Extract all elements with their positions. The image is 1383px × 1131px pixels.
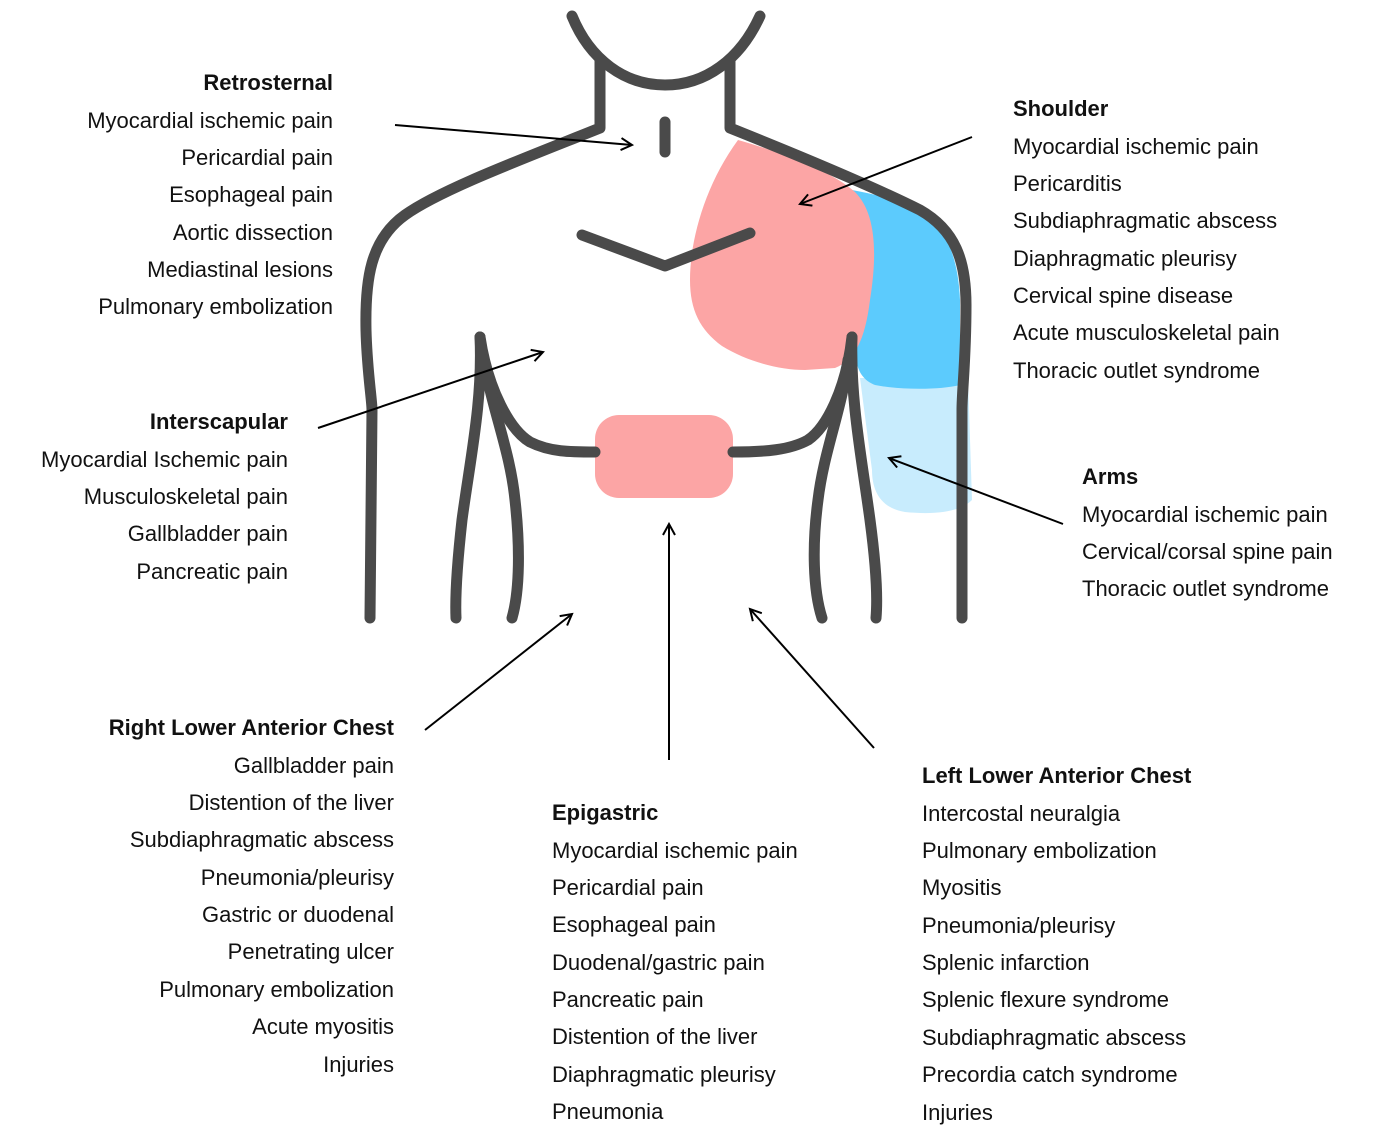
shoulder-list: Myocardial ischemic pain Pericarditis Su… (1013, 128, 1280, 390)
list-item: Injuries (922, 1094, 1191, 1131)
list-item: Gallbladder pain (109, 747, 394, 784)
epigastric-list: Myocardial ischemic pain Pericardial pai… (552, 832, 798, 1131)
list-item: Thoracic outlet syndrome (1082, 570, 1333, 607)
list-item: Intercostal neuralgia (922, 795, 1191, 832)
list-item: Pneumonia (552, 1093, 798, 1130)
list-item: Esophageal pain (552, 906, 798, 943)
list-item: Subdiaphragmatic abscess (109, 821, 394, 858)
list-item: Pulmonary embolization (922, 832, 1191, 869)
epigastric-group: Epigastric Myocardial ischemic pain Peri… (552, 794, 798, 1131)
list-item: Subdiaphragmatic abscess (1013, 202, 1280, 239)
list-item: Myocardial ischemic pain (87, 102, 333, 139)
retrosternal-heading: Retrosternal (87, 64, 333, 102)
list-item: Splenic flexure syndrome (922, 981, 1191, 1018)
list-item: Distention of the liver (109, 784, 394, 821)
list-item: Gastric or duodenal (109, 896, 394, 933)
arms-group: Arms Myocardial ischemic pain Cervical/c… (1082, 458, 1333, 608)
list-item: Pulmonary embolization (87, 288, 333, 325)
right-lower-anterior-chest-group: Right Lower Anterior Chest Gallbladder p… (109, 709, 394, 1083)
list-item: Splenic infarction (922, 944, 1191, 981)
epigastric-heading: Epigastric (552, 794, 798, 832)
list-item: Pericarditis (1013, 165, 1280, 202)
interscapular-group: Interscapular Myocardial Ischemic pain M… (41, 403, 288, 590)
right-lower-list: Gallbladder pain Distention of the liver… (109, 747, 394, 1084)
list-item: Cervical/corsal spine pain (1082, 533, 1333, 570)
list-item: Penetrating ulcer (109, 933, 394, 970)
left-lower-heading: Left Lower Anterior Chest (922, 757, 1191, 795)
list-item: Esophageal pain (87, 176, 333, 213)
list-item: Pericardial pain (87, 139, 333, 176)
left-lower-arrow (750, 609, 874, 748)
list-item: Myositis (922, 869, 1191, 906)
list-item: Diaphragmatic pleurisy (552, 1056, 798, 1093)
retrosternal-group: Retrosternal Myocardial ischemic pain Pe… (87, 64, 333, 326)
arms-heading: Arms (1082, 458, 1333, 496)
shoulder-heading: Shoulder (1013, 90, 1280, 128)
list-item: Pericardial pain (552, 869, 798, 906)
retrosternal-list: Myocardial ischemic pain Pericardial pai… (87, 102, 333, 326)
list-item: Subdiaphragmatic abscess (922, 1019, 1191, 1056)
list-item: Myocardial ischemic pain (552, 832, 798, 869)
left-lower-list: Intercostal neuralgia Pulmonary emboliza… (922, 795, 1191, 1131)
list-item: Myocardial Ischemic pain (41, 441, 288, 478)
list-item: Musculoskeletal pain (41, 478, 288, 515)
list-item: Pneumonia/pleurisy (109, 859, 394, 896)
list-item: Duodenal/gastric pain (552, 944, 798, 981)
list-item: Mediastinal lesions (87, 251, 333, 288)
list-item: Injuries (109, 1046, 394, 1083)
left-lower-anterior-chest-group: Left Lower Anterior Chest Intercostal ne… (922, 757, 1191, 1131)
list-item: Pneumonia/pleurisy (922, 907, 1191, 944)
right-lower-arrow (425, 614, 572, 730)
epigastric-pink-region (595, 415, 733, 498)
shoulder-group: Shoulder Myocardial ischemic pain Perica… (1013, 90, 1280, 389)
interscapular-list: Myocardial Ischemic pain Musculoskeletal… (41, 441, 288, 591)
right-lower-heading: Right Lower Anterior Chest (109, 709, 394, 747)
list-item: Cervical spine disease (1013, 277, 1280, 314)
list-item: Pancreatic pain (41, 553, 288, 590)
interscapular-heading: Interscapular (41, 403, 288, 441)
list-item: Thoracic outlet syndrome (1013, 352, 1280, 389)
arm-light-blue-region (858, 378, 972, 513)
list-item: Gallbladder pain (41, 515, 288, 552)
list-item: Distention of the liver (552, 1018, 798, 1055)
list-item: Myocardial ischemic pain (1082, 496, 1333, 533)
list-item: Acute myositis (109, 1008, 394, 1045)
arms-list: Myocardial ischemic pain Cervical/corsal… (1082, 496, 1333, 608)
list-item: Aortic dissection (87, 214, 333, 251)
list-item: Pancreatic pain (552, 981, 798, 1018)
list-item: Precordia catch syndrome (922, 1056, 1191, 1093)
list-item: Diaphragmatic pleurisy (1013, 240, 1280, 277)
list-item: Myocardial ischemic pain (1013, 128, 1280, 165)
right-arm-edge-outline (456, 337, 481, 618)
list-item: Pulmonary embolization (109, 971, 394, 1008)
list-item: Acute musculoskeletal pain (1013, 314, 1280, 351)
